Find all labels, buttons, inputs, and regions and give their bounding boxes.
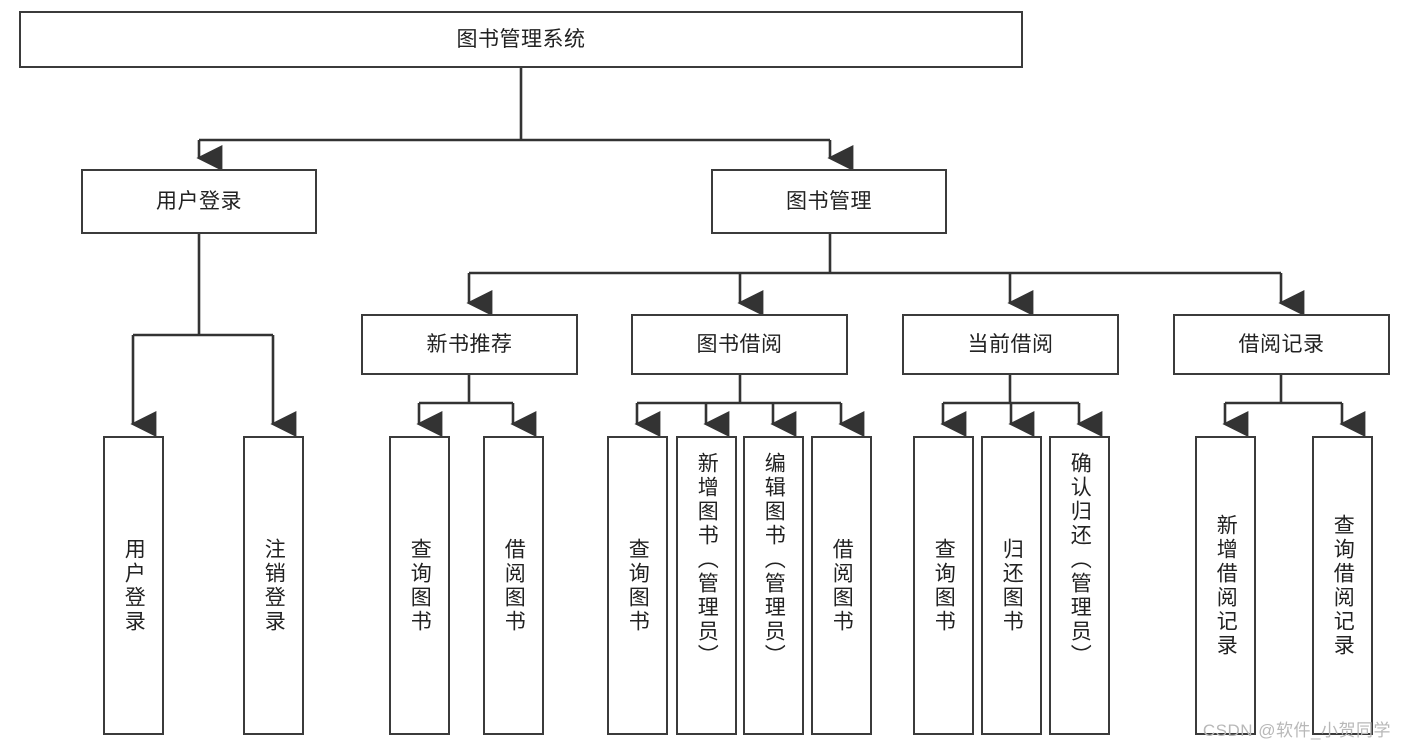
node-current-borrow[interactable]: 当前借阅 (902, 314, 1119, 375)
leaf-user-login-login[interactable]: 用户登录 (103, 436, 164, 735)
leaf-book-borrow-borrow[interactable]: 借阅图书 (811, 436, 872, 735)
node-user-login-label: 用户登录 (156, 189, 242, 213)
node-book-borrow-label: 图书借阅 (696, 332, 783, 356)
node-book-management[interactable]: 图书管理 (711, 169, 947, 234)
leaf-book-borrow-add-label: 新增图书（管理员） (695, 452, 719, 668)
node-root[interactable]: 图书管理系统 (19, 11, 1023, 68)
leaf-new-book-query[interactable]: 查询图书 (389, 436, 450, 735)
leaf-book-borrow-add[interactable]: 新增图书（管理员） (676, 436, 737, 735)
leaf-book-borrow-borrow-label: 借阅图书 (830, 537, 854, 634)
leaf-book-borrow-query-label: 查询图书 (626, 537, 650, 634)
leaf-user-login-login-label: 用户登录 (122, 537, 146, 634)
leaf-current-borrow-query[interactable]: 查询图书 (913, 436, 974, 735)
leaf-current-borrow-confirm-label: 确认归还（管理员） (1068, 452, 1092, 668)
node-borrow-record-label: 借阅记录 (1238, 332, 1325, 356)
leaf-borrow-record-add[interactable]: 新增借阅记录 (1195, 436, 1256, 735)
node-new-book-recommend[interactable]: 新书推荐 (361, 314, 578, 375)
leaf-current-borrow-return[interactable]: 归还图书 (981, 436, 1042, 735)
node-root-label: 图书管理系统 (456, 27, 586, 51)
leaf-new-book-query-label: 查询图书 (408, 537, 432, 634)
leaf-user-login-logout[interactable]: 注销登录 (243, 436, 304, 735)
leaf-borrow-record-query[interactable]: 查询借阅记录 (1312, 436, 1373, 735)
leaf-borrow-record-query-label: 查询借阅记录 (1331, 513, 1355, 658)
leaf-user-login-logout-label: 注销登录 (262, 537, 286, 634)
leaf-borrow-record-add-label: 新增借阅记录 (1214, 513, 1238, 658)
leaf-book-borrow-edit-label: 编辑图书（管理员） (762, 452, 786, 668)
leaf-current-borrow-confirm[interactable]: 确认归还（管理员） (1049, 436, 1110, 735)
node-book-borrow[interactable]: 图书借阅 (631, 314, 848, 375)
leaf-book-borrow-query[interactable]: 查询图书 (607, 436, 668, 735)
leaf-new-book-borrow[interactable]: 借阅图书 (483, 436, 544, 735)
leaf-book-borrow-edit[interactable]: 编辑图书（管理员） (743, 436, 804, 735)
node-user-login[interactable]: 用户登录 (81, 169, 317, 234)
leaf-current-borrow-return-label: 归还图书 (1000, 537, 1024, 634)
leaf-new-book-borrow-label: 借阅图书 (502, 537, 526, 634)
node-book-management-label: 图书管理 (786, 189, 872, 213)
leaf-current-borrow-query-label: 查询图书 (932, 537, 956, 634)
node-current-borrow-label: 当前借阅 (967, 332, 1054, 356)
node-new-book-recommend-label: 新书推荐 (426, 332, 513, 356)
node-borrow-record[interactable]: 借阅记录 (1173, 314, 1390, 375)
